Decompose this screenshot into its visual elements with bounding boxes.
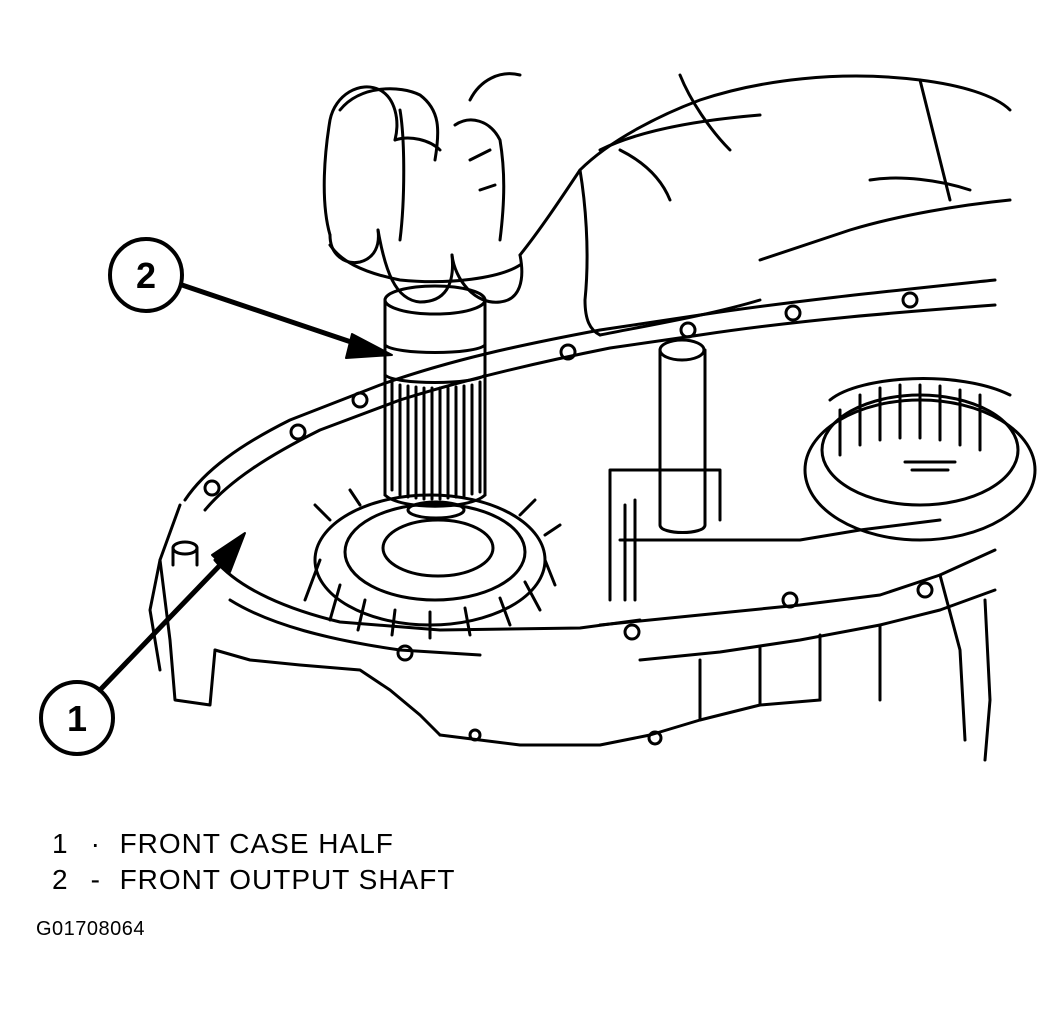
callout-2 [108, 237, 393, 359]
legend-separator: · [90, 828, 101, 859]
figure-id: G01708064 [36, 918, 146, 940]
callout-2-number: 2 [136, 255, 156, 296]
legend: 1 · FRONT CASE HALF 2 - FRONT OUTPUT SHA… [52, 826, 455, 898]
callout-1 [39, 532, 246, 756]
legend-label: FRONT CASE HALF [119, 828, 394, 859]
callout-1-number: 1 [67, 698, 87, 739]
drive-gear [303, 488, 562, 640]
legend-label: FRONT OUTPUT SHAFT [119, 864, 456, 895]
transfer-case-illustration: 1 2 [39, 72, 1037, 762]
splined-hub [803, 377, 1037, 542]
legend-item-2: 2 - FRONT OUTPUT SHAFT [52, 862, 455, 898]
legend-number: 2 [52, 864, 69, 895]
technician-hands [322, 72, 1012, 337]
shift-rail [623, 338, 707, 602]
front-case-half [148, 278, 997, 762]
legend-separator: - [90, 864, 101, 895]
front-output-shaft [383, 284, 487, 520]
legend-item-1: 1 · FRONT CASE HALF [52, 826, 455, 862]
legend-number: 1 [52, 828, 69, 859]
